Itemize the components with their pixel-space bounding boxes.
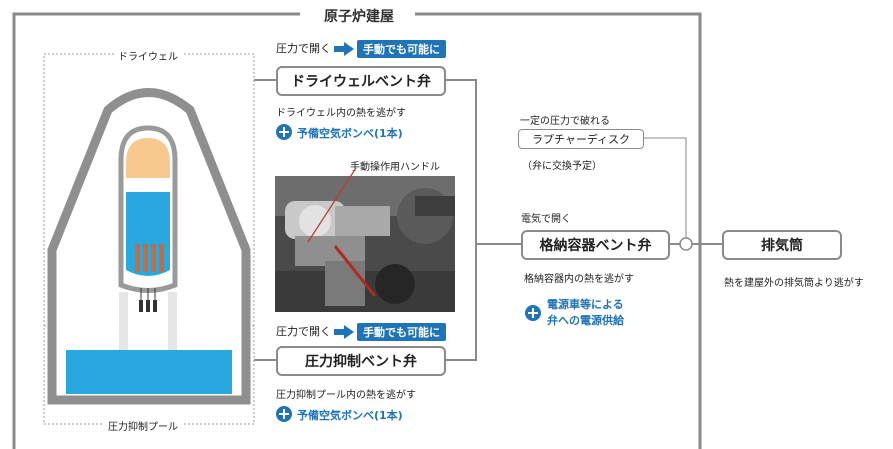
drywell-manual-badge: 手動でも可能に: [357, 40, 446, 58]
containment-power-line1: 電源車等による: [547, 298, 624, 311]
support-column-left: [119, 292, 128, 350]
plus-icon: [276, 124, 292, 140]
building-title: 原子炉建屋: [318, 6, 400, 26]
drywell-vent-open-text: 圧力で開く: [276, 42, 331, 55]
suppression-vent-note: 圧力抑制プール内の熱を逃がす: [276, 390, 416, 401]
containment-vent-open-text: 電気で開く: [521, 214, 571, 225]
suppression-pool-label: 圧力抑制プール: [104, 418, 182, 433]
handle-leader-line: [307, 167, 357, 243]
rupture-disk-connector: [644, 137, 687, 238]
containment-vent-valve: 格納容器ベント弁: [521, 230, 670, 260]
containment-power-line2: 弁への電源供給: [547, 314, 624, 327]
rupture-disk-note-above: 一定の圧力で破れる: [520, 116, 610, 127]
fuel-rods: [135, 244, 164, 272]
suppression-vent-valve: 圧力抑制ベント弁: [276, 346, 446, 376]
support-column-right: [168, 292, 177, 350]
vent-piping: [254, 79, 722, 361]
suppression-vent-open-text: 圧力で開く: [276, 325, 331, 338]
building-outline: [12, 12, 702, 449]
plus-icon: [525, 305, 541, 321]
suppression-manual-badge: 手動でも可能に: [357, 323, 446, 341]
exhaust-stack-note: 熱を建屋外の排気筒より逃がす: [724, 278, 864, 289]
drywell-vent-note: ドライウェル内の熱を逃がす: [276, 108, 406, 119]
containment-vent-note: 格納容器内の熱を逃がす: [524, 274, 634, 285]
plus-icon: [276, 406, 292, 422]
exhaust-stack: 排気筒: [722, 230, 842, 260]
drywell-vent-valve: ドライウェルベント弁: [276, 66, 446, 96]
rupture-disk-note-below: （弁に交換予定）: [522, 161, 602, 172]
suppression-pool-water: [66, 350, 232, 394]
drywell-label: ドライウェル: [114, 48, 182, 63]
suppression-spare-supply: 予備空気ボンベ(1本): [297, 409, 403, 422]
rupture-disk-symbol: [679, 237, 693, 251]
handle-label: 手動操作用ハンドル: [350, 162, 440, 173]
rupture-disk: ラプチャーディスク: [518, 129, 644, 149]
valve-photo: [275, 176, 455, 312]
drywell-spare-supply: 予備空気ボンベ(1本): [297, 127, 403, 140]
control-rod-drives: [139, 288, 157, 312]
reactor-pressure-vessel: [118, 125, 178, 312]
